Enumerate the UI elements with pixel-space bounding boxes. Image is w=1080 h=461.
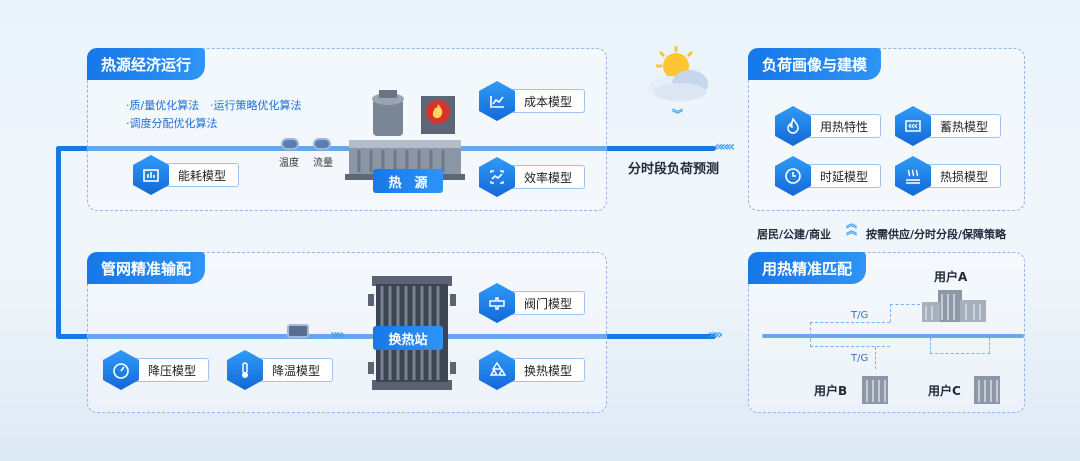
branch-line <box>890 304 920 322</box>
heat-loss-label: 热损模型 <box>919 164 1002 188</box>
tg-label: T/G <box>851 353 869 364</box>
station-label: 换热站 <box>373 326 443 350</box>
flow-label: 流量 <box>313 158 333 169</box>
branch-line <box>875 347 876 369</box>
building-c-icon <box>970 372 1004 410</box>
clock-icon <box>775 156 811 196</box>
algorithm-item: ·运行策略优化算法 <box>210 99 302 112</box>
energy-icon <box>133 155 169 195</box>
exchange-model-label: 换热模型 <box>503 358 586 382</box>
cooling-model: 降温模型 <box>227 350 334 390</box>
network-panel: 管网精准输配 <box>87 252 607 413</box>
efficiency-icon <box>479 157 515 197</box>
boiler-illustration <box>345 90 470 190</box>
heat-wave-icon <box>895 156 931 196</box>
exchange-model: 换热模型 <box>479 350 586 390</box>
algorithm-item: ·调度分配优化算法 <box>126 117 218 130</box>
pipe-meter-icon <box>287 324 309 338</box>
cost-model-label: 成本模型 <box>503 89 586 113</box>
branch-line <box>810 322 890 347</box>
heat-source-label: 热 源 <box>373 169 443 193</box>
delay-model: 时延模型 <box>775 156 882 196</box>
efficiency-model: 效率模型 <box>479 157 586 197</box>
building-a-icon <box>918 288 990 328</box>
flame-icon <box>775 106 811 146</box>
flow-gauge-icon <box>313 138 331 150</box>
heat-source-title: 热源经济运行 <box>87 48 206 80</box>
efficiency-model-label: 效率模型 <box>503 165 586 189</box>
energy-model-label: 能耗模型 <box>157 163 240 187</box>
building-b-icon <box>858 372 892 410</box>
temperature-gauge-icon <box>281 138 299 150</box>
branch-line <box>930 338 990 354</box>
thermometer-icon <box>227 350 263 390</box>
valve-model-label: 阀门模型 <box>503 291 586 315</box>
user-pipe <box>762 334 1024 338</box>
tg-label: T/G <box>851 310 869 321</box>
energy-model: 能耗模型 <box>133 155 240 195</box>
heat-usage-model: 用热特性 <box>775 106 882 146</box>
down-arrow-icon: ︾ <box>672 108 683 121</box>
flow-arrow-icon: »» <box>708 327 723 343</box>
load-title: 负荷画像与建模 <box>748 48 882 80</box>
strategy-right-label: 按需供应/分时分段/保障策略 <box>866 228 1007 241</box>
heat-usage-label: 用热特性 <box>799 114 882 138</box>
user-b-label: 用户B <box>814 384 848 398</box>
storage-model-label: 蓄热模型 <box>919 114 1002 138</box>
pressure-gauge-icon <box>103 350 139 390</box>
weather-icon <box>640 42 716 106</box>
strategy-left-label: 居民/公建/商业 <box>757 228 832 241</box>
temperature-label: 温度 <box>279 158 299 169</box>
valve-model: 阀门模型 <box>479 283 586 323</box>
user-c-label: 用户C <box>928 384 961 398</box>
heat-loss-model: 热损模型 <box>895 156 1002 196</box>
cost-chart-icon <box>479 81 515 121</box>
pressure-model-label: 降压模型 <box>127 358 210 382</box>
pressure-model: 降压模型 <box>103 350 210 390</box>
user-a-label: 用户A <box>934 270 968 284</box>
main-pipe-left <box>56 146 61 338</box>
flow-arrow-icon: »» <box>330 327 345 343</box>
network-title: 管网精准输配 <box>87 252 206 284</box>
delay-model-label: 时延模型 <box>799 164 882 188</box>
up-arrow-icon: ︽︽ <box>846 217 857 237</box>
matching-title: 用热精准匹配 <box>748 252 867 284</box>
cost-model: 成本模型 <box>479 81 586 121</box>
cooling-model-label: 降温模型 <box>251 358 334 382</box>
load-forecast-label: 分时段负荷预测 <box>628 162 720 177</box>
algorithm-item: ·质/量优化算法 <box>126 99 200 112</box>
flow-arrow-icon: ««« <box>714 139 735 155</box>
valve-icon <box>479 283 515 323</box>
heat-storage-icon <box>895 106 931 146</box>
recycle-icon <box>479 350 515 390</box>
storage-model: 蓄热模型 <box>895 106 1002 146</box>
